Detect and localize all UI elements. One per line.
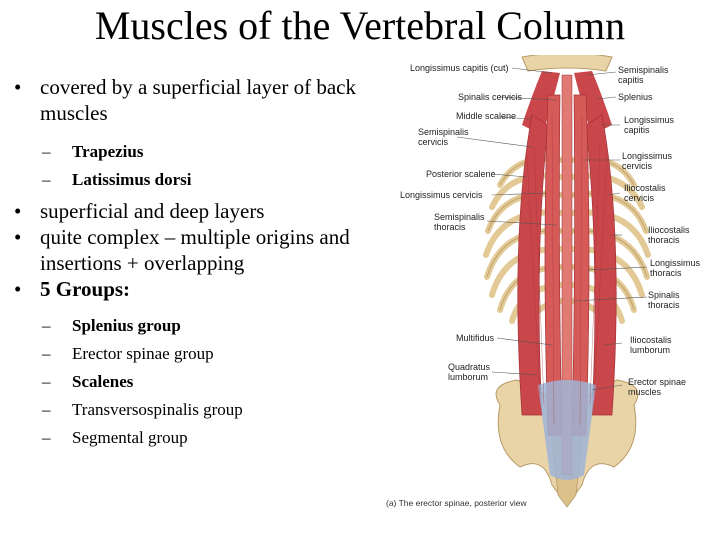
sub-bullet-text: Transversospinalis group [72, 400, 243, 419]
muscle-striations [526, 114, 608, 426]
label-spinalis-thoracis: Spinalis thoracis [648, 290, 680, 310]
sub-bullet-item: – Erector spinae group [12, 340, 412, 368]
label-longissimus-capitis-cut: Longissimus capitis (cut) [410, 63, 509, 73]
sub-bullet-text: Segmental group [72, 428, 188, 447]
label-semispinalis-thoracis: Semispinalis thoracis [434, 212, 485, 232]
label-longissimus-thoracis: Longissimus thoracis [650, 258, 701, 278]
bullet-glyph: • [14, 199, 22, 223]
dash-glyph: – [42, 344, 51, 363]
label-middle-scalene: Middle scalene [456, 111, 517, 121]
leader-lines [456, 67, 648, 391]
bullet-item: • 5 Groups: [12, 276, 412, 302]
dash-glyph: – [42, 142, 51, 161]
label-erector-spinae-muscles: Erector spinae muscles [628, 377, 687, 397]
lumbar-tendon [538, 380, 596, 480]
skull-base [521, 52, 613, 72]
dash-glyph: – [42, 316, 51, 335]
dash-glyph: – [42, 372, 51, 391]
sub-bullet-text: Erector spinae group [72, 344, 214, 363]
erector-spinae-drawing [456, 52, 651, 508]
label-semispinalis-cervicis: Semispinalis cervicis [418, 127, 469, 147]
label-semispinalis-capitis: Semispinalis capitis [618, 65, 669, 85]
bullet-item: • covered by a superficial layer of back… [12, 74, 412, 126]
label-longissimus-capitis: Longissimus capitis [624, 115, 675, 135]
sub-bullet-text: Trapezius [72, 142, 144, 161]
bullet-glyph: • [14, 277, 22, 301]
sub-bullet-item: – Scalenes [12, 368, 412, 396]
sub-bullet-item: – Segmental group [12, 424, 412, 452]
bullet-text: superficial and deep layers [40, 199, 265, 223]
label-quadratus-lumborum: Quadratus lumborum [448, 362, 491, 382]
sub-bullet-item: – Transversospinalis group [12, 396, 412, 424]
dash-glyph: – [42, 170, 51, 189]
label-posterior-scalene: Posterior scalene [426, 169, 496, 179]
label-splenius: Splenius [618, 92, 653, 102]
bullet-list: • covered by a superficial layer of back… [12, 74, 412, 452]
label-iliocostalis-cervicis: Iliocostalis cervicis [624, 183, 666, 203]
sub-bullet-text: Scalenes [72, 372, 134, 391]
anatomy-illustration: Longissimus capitis (cut) Spinalis cervi… [392, 52, 720, 515]
sub-bullet-item: – Splenius group [12, 312, 412, 340]
dash-glyph: – [42, 400, 51, 419]
label-spinalis-cervicis: Spinalis cervicis [458, 92, 523, 102]
bullet-item: • superficial and deep layers [12, 198, 412, 224]
bullet-text: quite complex – multiple origins and ins… [40, 225, 350, 275]
bullet-glyph: • [14, 75, 22, 99]
sub-bullet-text: Splenius group [72, 316, 181, 335]
label-iliocostalis-lumborum: Iliocostalis lumborum [630, 335, 672, 355]
slide-title: Muscles of the Vertebral Column [94, 3, 626, 48]
bullet-text: covered by a superficial layer of back m… [40, 75, 357, 125]
figure-caption: (a) The erector spinae, posterior view [386, 498, 527, 508]
label-iliocostalis-thoracis: Iliocostalis thoracis [648, 225, 690, 245]
dash-glyph: – [42, 428, 51, 447]
sub-bullet-item: – Trapezius [12, 138, 412, 166]
sub-bullet-item: – Latissimus dorsi [12, 166, 412, 194]
label-longissimus-cervicis-right: Longissimus cervicis [622, 151, 673, 171]
bullet-text: 5 Groups: [40, 277, 131, 301]
label-longissimus-cervicis-left: Longissimus cervicis [400, 190, 483, 200]
sub-bullet-text: Latissimus dorsi [72, 170, 192, 189]
bullet-item: • quite complex – multiple origins and i… [12, 224, 412, 276]
label-multifidus: Multifidus [456, 333, 495, 343]
bullet-glyph: • [14, 225, 22, 249]
